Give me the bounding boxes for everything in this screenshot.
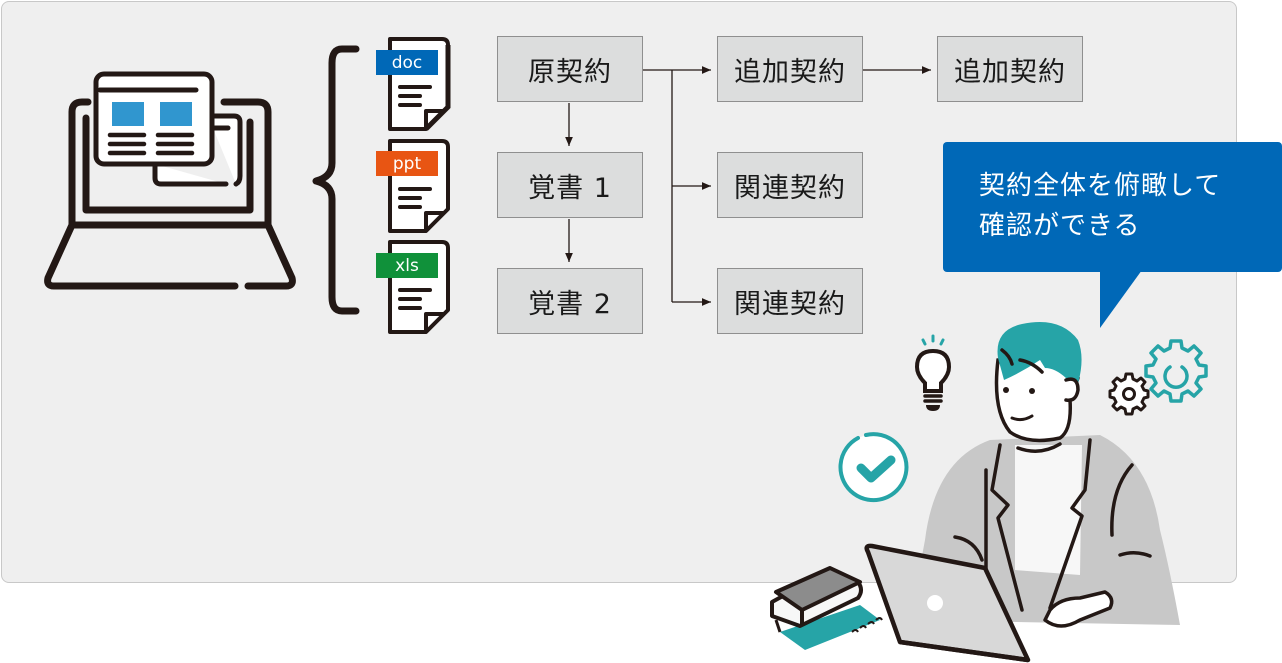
brace-icon [312,45,360,315]
speech-bubble-tail [1100,270,1142,328]
lightbulb-icon [914,334,952,411]
books-icon [770,566,883,650]
callout-line-1: 契約全体を俯瞰して [979,171,1222,201]
memo-2-label: 覚書 2 [528,288,612,320]
person-with-laptop-illustration [770,322,1180,663]
additional-contract-2-label: 追加契約 [954,56,1066,88]
related-contract-1-box: 関連契約 [717,152,863,218]
person-laptop [864,543,1031,663]
additional-contract-1-box: 追加契約 [717,36,863,102]
screen-tile-left [112,102,144,126]
memo-1-label: 覚書 1 [528,172,612,204]
ppt-tag: ppt [376,151,438,176]
speech-bubble: 契約全体を俯瞰して 確認ができる [943,142,1282,272]
additional-contract-2-box: 追加契約 [937,36,1083,102]
screen-tile-right [160,102,192,126]
related-contract-2-label: 関連契約 [734,288,846,320]
related-contract-2-box: 関連契約 [717,268,863,334]
related-contract-1-label: 関連契約 [734,172,846,204]
additional-contract-1-label: 追加契約 [734,56,846,88]
doc-tag: doc [376,50,438,75]
memo-1-box: 覚書 1 [497,152,643,218]
hand [1043,590,1114,628]
hair [997,322,1082,390]
checkmark-circle-icon [838,432,909,503]
callout-line-2: 確認ができる [979,211,1141,241]
xls-tag: xls [376,253,438,278]
gear-icon [1108,339,1208,416]
original-contract-label: 原契約 [528,56,612,88]
memo-2-box: 覚書 2 [497,268,643,334]
laptop-documents-icon [44,71,296,290]
original-contract-box: 原契約 [497,36,643,102]
shirt [1015,445,1082,575]
